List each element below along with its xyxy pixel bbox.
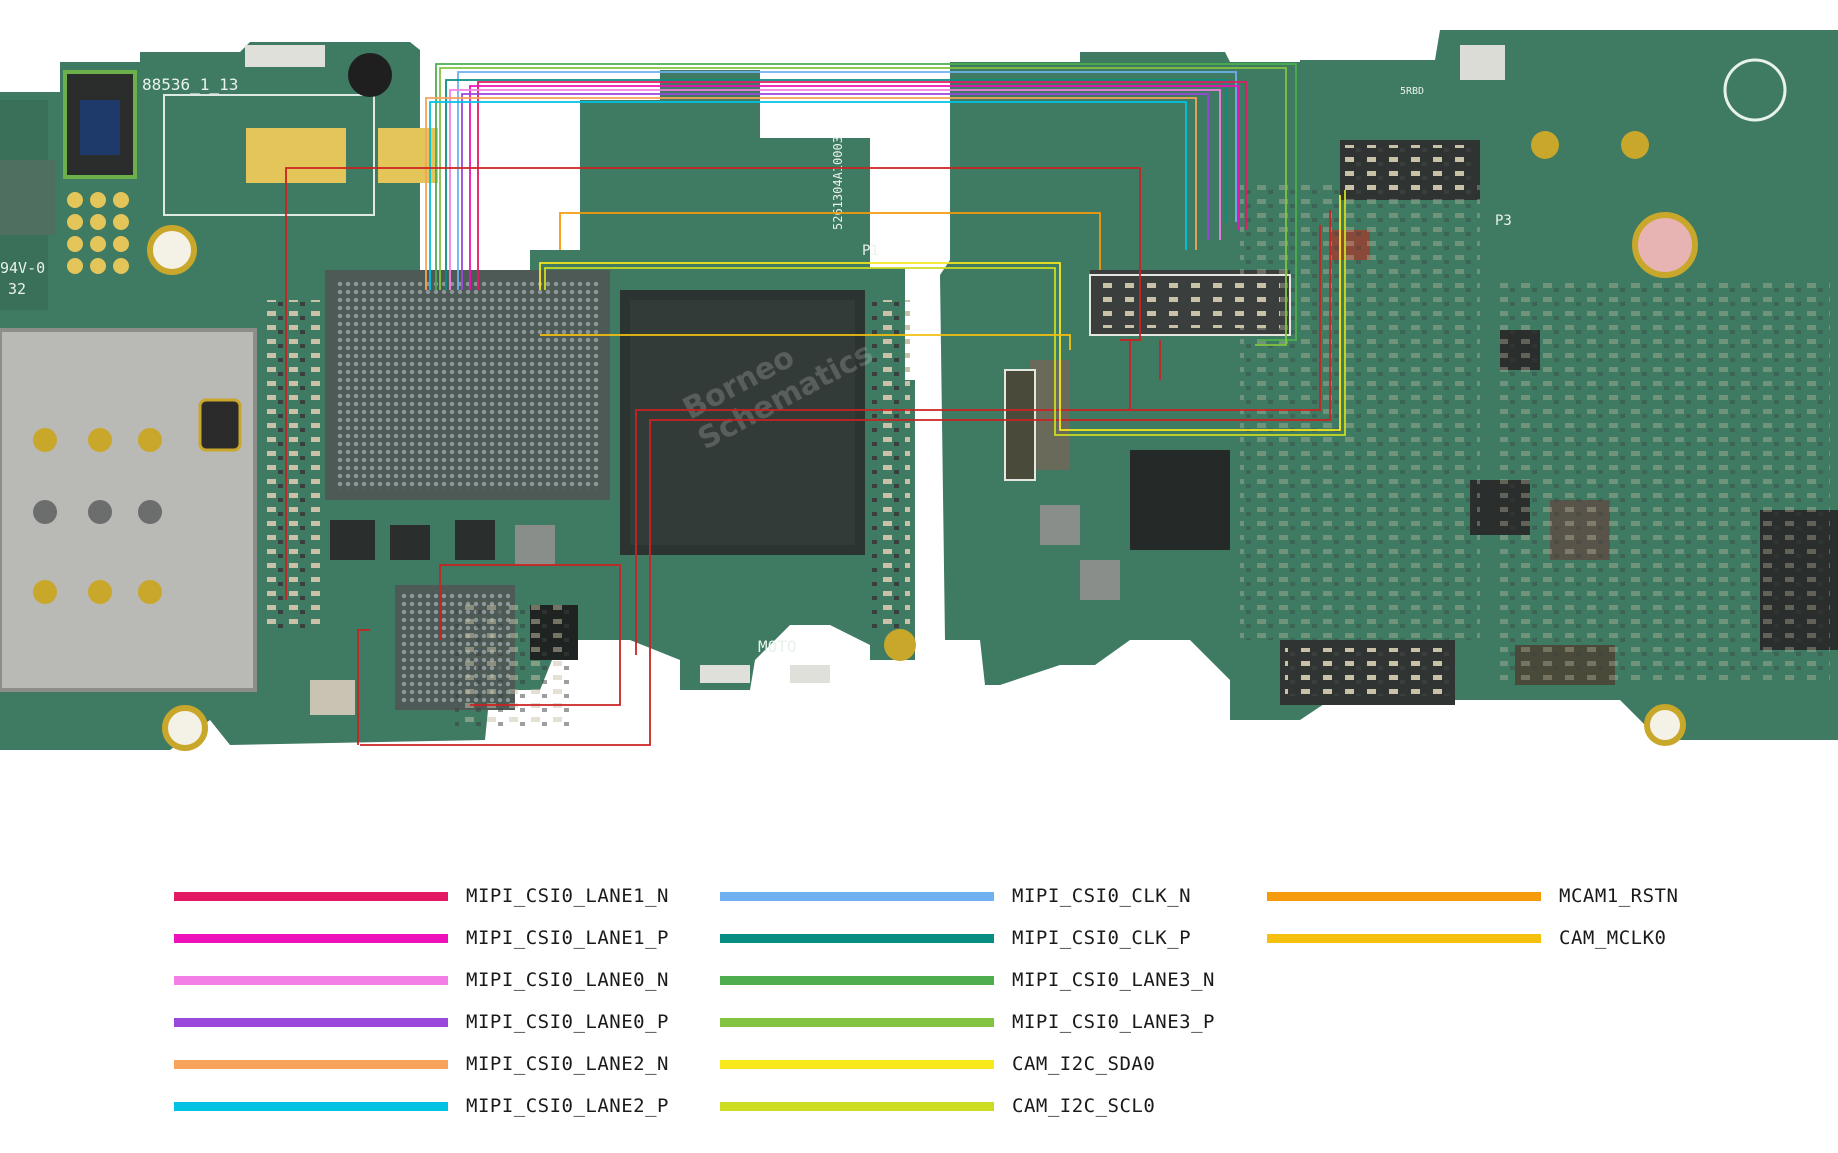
pcb-board-image: 88536_1_13 94V-0 32 P1 P3 MOTO 5261304A1… bbox=[0, 30, 1838, 751]
legend-label: MIPI_CSI0_LANE2_N bbox=[466, 1053, 669, 1075]
connector-p1-label: P1 bbox=[862, 243, 879, 259]
legend-swatch bbox=[1267, 891, 1541, 901]
camera-connector bbox=[1089, 274, 1291, 336]
legend-label: MIPI_CSI0_CLK_N bbox=[1012, 885, 1192, 907]
part-number-label: 88536_1_13 bbox=[142, 75, 238, 94]
legend-label: MIPI_CSI0_LANE1_P bbox=[466, 927, 669, 949]
legend-item-mipi-csi0-lane0-n: MIPI_CSI0_LANE0_N bbox=[174, 968, 669, 992]
legend-swatch bbox=[1267, 933, 1541, 943]
legend-item-cam-mclk0: CAM_MCLK0 bbox=[1267, 926, 1666, 950]
legend-swatch bbox=[174, 1059, 448, 1069]
left-board bbox=[0, 42, 916, 751]
legend-item-mcam1-rstn: MCAM1_RSTN bbox=[1267, 884, 1678, 908]
legend-item-mipi-csi0-clk-n: MIPI_CSI0_CLK_N bbox=[720, 884, 1191, 908]
legend-label: MIPI_CSI0_LANE3_P bbox=[1012, 1011, 1215, 1033]
legend-label: MIPI_CSI0_LANE0_N bbox=[466, 969, 669, 991]
legend-swatch bbox=[720, 891, 994, 901]
legend-swatch bbox=[174, 975, 448, 985]
legend-label: CAM_I2C_SDA0 bbox=[1012, 1053, 1156, 1075]
chip-marking-label: 5261304A10003 bbox=[831, 136, 845, 230]
legend-item-mipi-csi0-lane3-p: MIPI_CSI0_LANE3_P bbox=[720, 1010, 1215, 1034]
legend-item-cam-i2c-sda0: CAM_I2C_SDA0 bbox=[720, 1052, 1155, 1076]
legend-item-mipi-csi0-lane3-n: MIPI_CSI0_LANE3_N bbox=[720, 968, 1215, 992]
legend-item-mipi-csi0-clk-p: MIPI_CSI0_CLK_P bbox=[720, 926, 1191, 950]
legend-label: MIPI_CSI0_LANE1_N bbox=[466, 885, 669, 907]
legend-swatch bbox=[720, 975, 994, 985]
moto-mark-label: MOTO bbox=[758, 637, 797, 656]
legend-swatch bbox=[720, 1101, 994, 1111]
legend-label: MIPI_CSI0_LANE3_N bbox=[1012, 969, 1215, 991]
trace-overlay bbox=[285, 63, 1346, 746]
legend-swatch bbox=[720, 933, 994, 943]
legend-swatch bbox=[174, 891, 448, 901]
legend-item-mipi-csi0-lane0-p: MIPI_CSI0_LANE0_P bbox=[174, 1010, 669, 1034]
connector-p3-label: P3 bbox=[1495, 213, 1512, 229]
right-board bbox=[940, 30, 1838, 746]
legend-label: MIPI_CSI0_CLK_P bbox=[1012, 927, 1192, 949]
legend-item-mipi-csi0-lane1-p: MIPI_CSI0_LANE1_P bbox=[174, 926, 669, 950]
trace-legend: MIPI_CSI0_LANE1_N MIPI_CSI0_LANE1_P MIPI… bbox=[0, 860, 1838, 1120]
small-code-label: 5RBD bbox=[1400, 86, 1424, 97]
legend-item-mipi-csi0-lane2-p: MIPI_CSI0_LANE2_P bbox=[174, 1094, 669, 1118]
legend-label: MCAM1_RSTN bbox=[1559, 885, 1679, 907]
legend-swatch bbox=[720, 1059, 994, 1069]
legend-item-cam-i2c-scl0: CAM_I2C_SCL0 bbox=[720, 1094, 1155, 1118]
left-code-a-label: 94V-0 bbox=[0, 259, 45, 277]
legend-swatch bbox=[174, 1017, 448, 1027]
legend-label: CAM_I2C_SCL0 bbox=[1012, 1095, 1156, 1117]
legend-label: MIPI_CSI0_LANE0_P bbox=[466, 1011, 669, 1033]
ffc-connector bbox=[1004, 369, 1036, 481]
legend-item-mipi-csi0-lane1-n: MIPI_CSI0_LANE1_N bbox=[174, 884, 669, 908]
legend-swatch bbox=[174, 1101, 448, 1111]
legend-label: CAM_MCLK0 bbox=[1559, 927, 1667, 949]
legend-label: MIPI_CSI0_LANE2_P bbox=[466, 1095, 669, 1117]
legend-swatch bbox=[174, 933, 448, 943]
legend-swatch bbox=[720, 1017, 994, 1027]
left-code-b-label: 32 bbox=[8, 280, 26, 298]
legend-item-mipi-csi0-lane2-n: MIPI_CSI0_LANE2_N bbox=[174, 1052, 669, 1076]
